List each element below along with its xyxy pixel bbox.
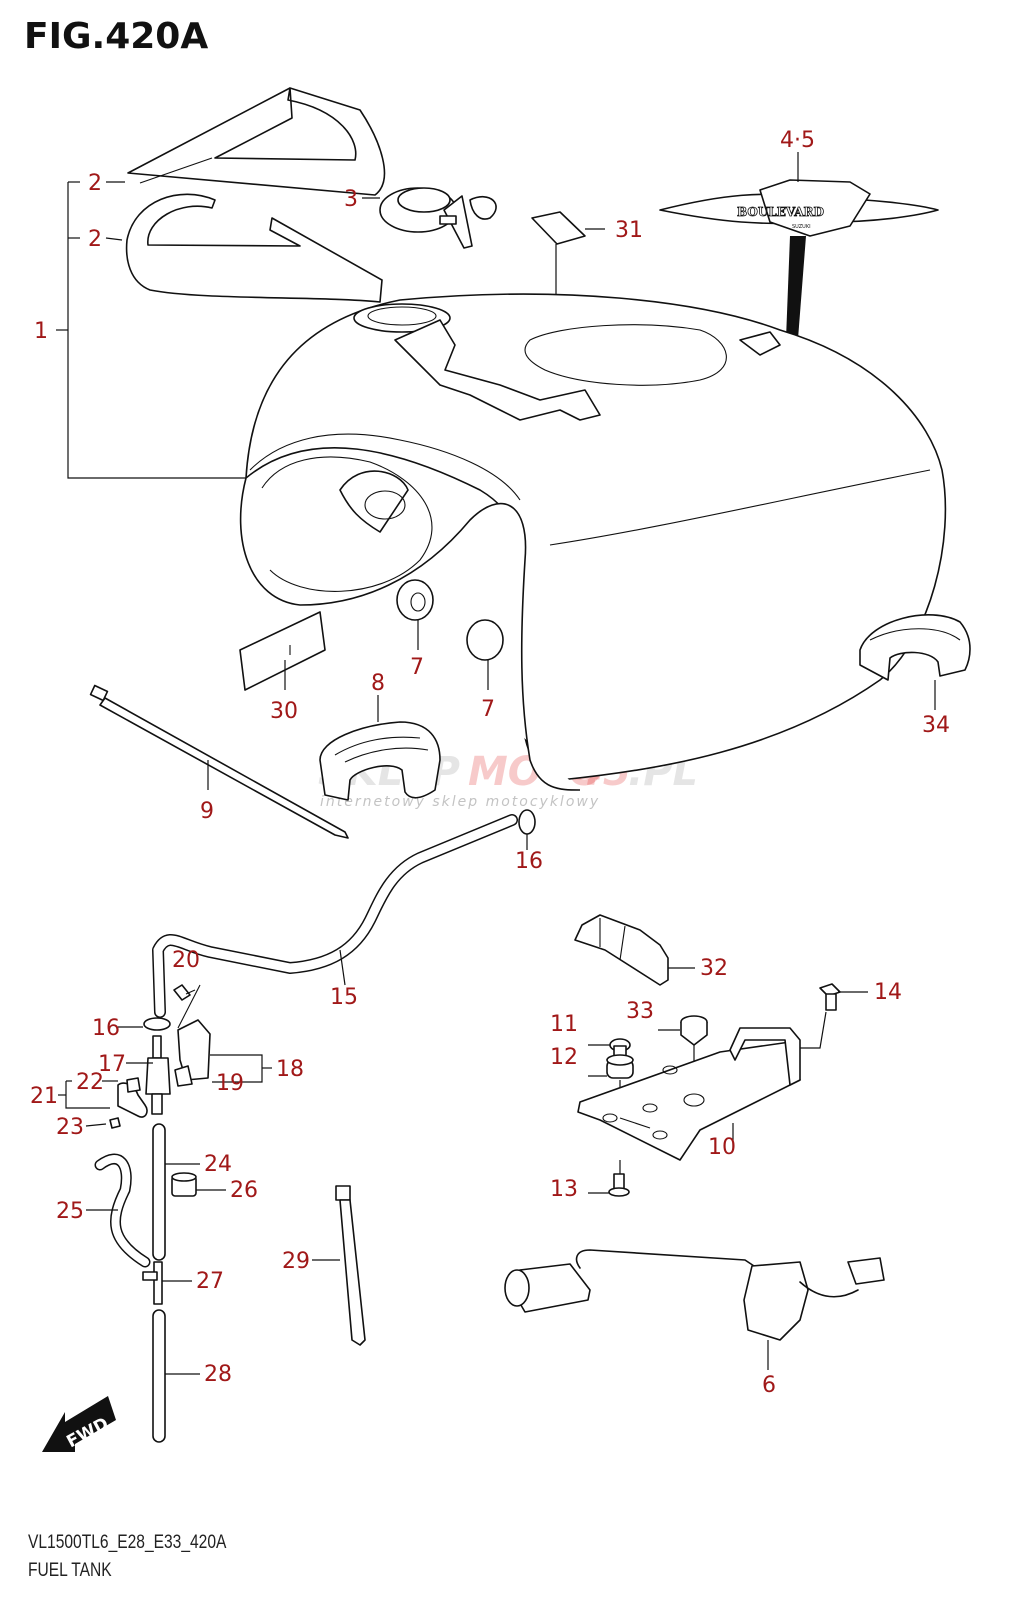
callout-16a[interactable]: 16	[515, 849, 543, 874]
callout-16b[interactable]: 16	[92, 1016, 120, 1041]
cushion-12	[588, 1054, 634, 1100]
callout-14[interactable]: 14	[874, 980, 902, 1005]
callout-8[interactable]: 8	[371, 671, 385, 696]
model-code: VL1500TL6_E28_E33_420A	[28, 1532, 227, 1553]
section-name: FUEL TANK	[28, 1560, 112, 1581]
callout-28[interactable]: 28	[204, 1362, 232, 1387]
callout-19[interactable]: 19	[216, 1071, 244, 1096]
callout-17[interactable]: 17	[98, 1052, 126, 1077]
fuel-tank	[239, 293, 947, 791]
protector-26	[171, 1172, 226, 1197]
callout-31[interactable]: 31	[615, 218, 643, 243]
emblem-text: BOULEVARD	[737, 205, 824, 219]
rear-cushion-32	[574, 914, 695, 986]
hose-25	[86, 1153, 151, 1268]
side-cushion	[859, 614, 971, 710]
callout-10[interactable]: 10	[708, 1135, 736, 1160]
callout-34[interactable]: 34	[922, 713, 950, 738]
callout-24[interactable]: 24	[204, 1152, 232, 1177]
callout-4-5[interactable]: 4·5	[780, 128, 815, 153]
cable-tie	[89, 684, 349, 839]
callout-3[interactable]: 3	[344, 187, 358, 212]
cap	[466, 619, 504, 690]
callout-1[interactable]: 1	[34, 319, 48, 344]
bolt-14	[800, 983, 868, 1049]
callout-20[interactable]: 20	[172, 948, 200, 973]
callout-27[interactable]: 27	[196, 1269, 224, 1294]
callout-13[interactable]: 13	[550, 1177, 578, 1202]
tank-bracket-10	[577, 1027, 801, 1180]
hose-28	[152, 1309, 200, 1443]
callout-12[interactable]: 12	[550, 1045, 578, 1070]
callout-labels: 1 2 2 3 4·5 31 7 7 8 30 34 9 16 15 20 16…	[30, 128, 950, 1398]
callout-30[interactable]: 30	[270, 699, 298, 724]
callout-18[interactable]: 18	[276, 1057, 304, 1082]
bolt-13	[588, 1173, 630, 1197]
callout-7b[interactable]: 7	[481, 697, 495, 722]
tank-stripe-upper	[127, 87, 386, 196]
collar-11	[588, 1038, 631, 1057]
callout-11[interactable]: 11	[550, 1012, 578, 1037]
callout-2b[interactable]: 2	[88, 227, 102, 252]
callout-25[interactable]: 25	[56, 1199, 84, 1224]
callout-32[interactable]: 32	[700, 956, 728, 981]
fuel-cap	[379, 187, 497, 249]
tank-stripe-lower	[125, 193, 383, 303]
t-joint-27	[142, 1261, 192, 1305]
breather-hose	[152, 814, 518, 1018]
boulevard-emblem: BOULEVARD SUZUKI	[659, 152, 939, 237]
hose-24	[152, 1123, 200, 1261]
assembly-bracket-1	[56, 181, 246, 479]
watermark-tagline: internetowy sklep motocyklowy	[320, 794, 600, 810]
callout-2a[interactable]: 2	[88, 171, 102, 196]
callout-9[interactable]: 9	[200, 799, 214, 824]
callout-7a[interactable]: 7	[410, 655, 424, 680]
fuel-filter-assembly	[58, 984, 272, 1129]
forward-direction-arrow: FWD	[42, 1396, 116, 1452]
hose-clamp	[518, 809, 536, 850]
callout-33[interactable]: 33	[626, 999, 654, 1024]
figure-title: FIG.420A	[24, 16, 209, 57]
callout-21[interactable]: 21	[30, 1084, 58, 1109]
emblem-subtext: SUZUKI	[792, 224, 811, 230]
callout-29[interactable]: 29	[282, 1249, 310, 1274]
grommet	[396, 579, 434, 650]
callout-6[interactable]: 6	[762, 1373, 776, 1398]
callout-26[interactable]: 26	[230, 1178, 258, 1203]
callout-22[interactable]: 22	[76, 1070, 104, 1095]
callout-15[interactable]: 15	[330, 985, 358, 1010]
clamp-tie-29	[312, 1185, 366, 1346]
callout-23[interactable]: 23	[56, 1115, 84, 1140]
fuel-level-gauge	[504, 1249, 885, 1370]
info-label	[239, 611, 326, 691]
front-cushion	[319, 695, 441, 801]
